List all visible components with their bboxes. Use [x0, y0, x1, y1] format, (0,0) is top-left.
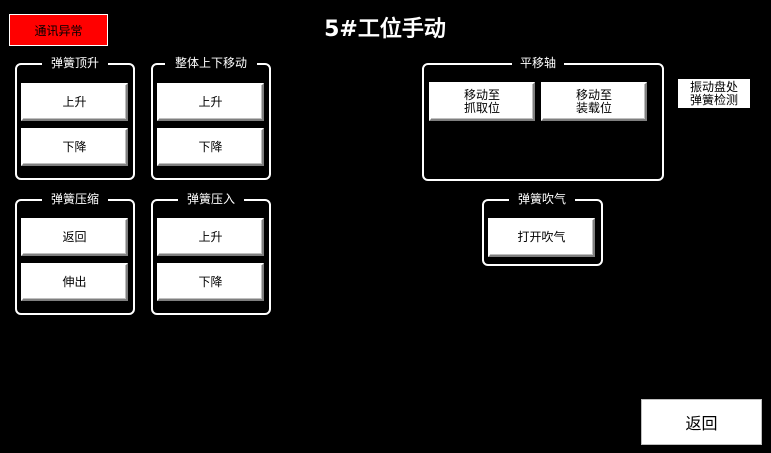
move-to-load-position-button[interactable]: 移动至 装载位	[541, 82, 647, 121]
page-title: 5#工位手动	[324, 17, 446, 42]
comm-error-indicator: 通讯异常	[9, 14, 108, 46]
spring-lift-up-button[interactable]: 上升	[21, 83, 128, 121]
spring-lift-down-button[interactable]: 下降	[21, 128, 128, 166]
group-whole-move-label: 整体上下移动	[165, 55, 257, 71]
open-blow-button[interactable]: 打开吹气	[488, 218, 595, 257]
spring-compress-retract-button[interactable]: 返回	[21, 218, 128, 256]
group-translate-axis	[422, 63, 664, 181]
group-spring-compress-label: 弹簧压缩	[42, 191, 108, 207]
move-to-pick-position-button[interactable]: 移动至 抓取位	[429, 82, 535, 121]
spring-press-up-button[interactable]: 上升	[157, 218, 264, 256]
group-translate-axis-label: 平移轴	[512, 55, 564, 71]
spring-compress-extend-button[interactable]: 伸出	[21, 263, 128, 301]
group-spring-lift-label: 弹簧顶升	[42, 55, 108, 71]
group-spring-press-label: 弹簧压入	[178, 191, 244, 207]
whole-move-up-button[interactable]: 上升	[157, 83, 264, 121]
spring-press-down-button[interactable]: 下降	[157, 263, 264, 301]
vibration-plate-spring-check-label: 振动盘处 弹簧检测	[678, 79, 750, 108]
back-button[interactable]: 返回	[641, 399, 762, 445]
group-spring-blow-label: 弹簧吹气	[509, 191, 575, 207]
whole-move-down-button[interactable]: 下降	[157, 128, 264, 166]
